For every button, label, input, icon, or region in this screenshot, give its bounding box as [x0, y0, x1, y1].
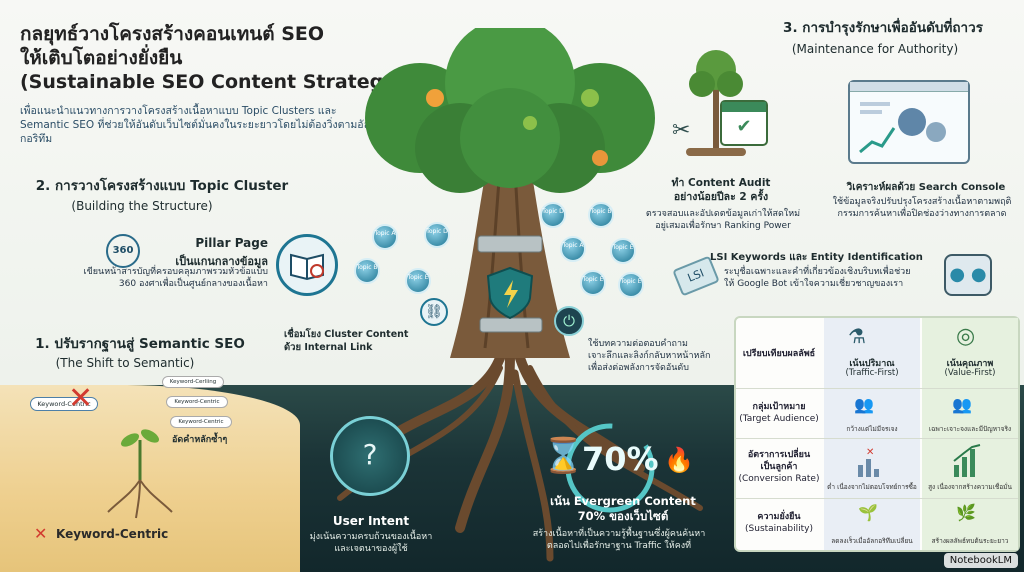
plant-icon: 🌿 — [956, 503, 976, 522]
col1-title: เน้นปริมาณ — [849, 359, 895, 369]
chart-icon: ✕ — [858, 447, 879, 477]
console-title: วิเคราะห์ผลด้วย Search Console — [846, 182, 1006, 193]
plant-icon: 🌱 — [858, 503, 878, 522]
audit-title: ทำ Content Audit อย่างน้อยปีละ 2 ครั้ง — [671, 177, 771, 203]
section2-subtitle: (Building the Structure) — [71, 199, 213, 213]
power-icon: ⏻ — [554, 306, 584, 336]
fruit-icon — [581, 89, 599, 107]
lsi-title: LSI Keywords และ Entity Identification — [710, 252, 923, 263]
page-title: กลยุทธ์วางโครงสร้างคอนเทนต์ SEO ให้เติบโ… — [20, 23, 405, 93]
evergreen-title: เน้น Evergreen Content 70% ของเว็บไซต์ — [550, 494, 696, 523]
small-tree-icon — [686, 50, 746, 156]
topic-node: Topic E — [610, 238, 636, 264]
dashboard-icon — [848, 80, 970, 164]
section1-title: 1. ปรับรากฐานสู่ Semantic SEO — [35, 336, 245, 352]
topic-node: Topic B — [588, 202, 614, 228]
scissors-icon: ✂ — [672, 118, 691, 143]
answer-articles-caption: ใช้บทความต่อตอบคำถาม เจาะลึกและลิงก์กลับ… — [588, 339, 711, 373]
evergreen-percent: 70% — [582, 440, 659, 478]
user-intent-description: มุ่งเน้นความครบถ้วนของเนื้อหา และเจตนาขอ… — [309, 532, 433, 554]
keyword-centric-box: Keyword-Centric — [30, 397, 98, 411]
table-row: กลุ่มเป้าหมาย (Target Audience) 👥 กว้างแ… — [736, 388, 1018, 438]
x-icon: ✕ — [68, 381, 94, 416]
section3-subtitle: (Maintenance for Authority) — [791, 42, 959, 56]
col1-subtitle: (Traffic-First) — [845, 368, 899, 378]
robot-icon: ● ● — [944, 254, 992, 296]
keyword-mini-box: Keyword-Centric — [166, 396, 228, 408]
keyword-mini-box: Keyword-Cerliing — [162, 376, 224, 388]
table-row: ความยั่งยืน (Sustainability) 🌱 ลดลงเร็วเ… — [736, 498, 1018, 550]
topic-node: Topic E — [618, 272, 644, 298]
book-icon — [276, 234, 338, 296]
section1-subtitle: (The Shift to Semantic) — [55, 356, 195, 370]
topic-node: Topic B — [354, 258, 380, 284]
pillar-title: Pillar Page — [195, 236, 268, 250]
fire-icon: 🔥 — [664, 446, 694, 474]
col2-subtitle: (Value-First) — [944, 368, 996, 378]
pillar-subtitle: เป็นแกนกลางข้อมูล — [175, 255, 268, 268]
chart-icon — [953, 444, 981, 477]
globe-icon: 360 — [106, 234, 140, 268]
pillar-description: เขียนหน้าสารบัญที่ครอบคลุมภาพรวมหัวข้อแบ… — [83, 267, 268, 289]
people-icon: 👥 — [952, 395, 972, 414]
keyword-mini-box: Keyword-Centric — [170, 416, 232, 428]
hourglass-icon: ⌛ — [542, 436, 585, 476]
section2-title: 2. การวางโครงสร้างแบบ Topic Cluster — [35, 178, 289, 194]
svg-text:✕: ✕ — [866, 447, 874, 458]
tree-foliage — [365, 28, 655, 193]
calendar-icon: ✔ — [720, 100, 768, 146]
x-icon: ✕ — [34, 524, 48, 543]
table-row: อัตราการเปลี่ยน เป็นลูกค้า (Conversion R… — [736, 438, 1018, 498]
topic-node: Topic E — [405, 268, 431, 294]
sprout-icon — [107, 429, 173, 519]
table-header-row: เปรียบเทียบผลลัพธ์ ⚗ เน้นปริมาณ (Traffic… — [736, 318, 1018, 388]
section3-title: 3. การบำรุงรักษาเพื่ออันดับที่ถาวร — [783, 20, 983, 36]
evergreen-description: สร้างเนื้อหาที่เป็นความรู้พื้นฐานซึ่งผู้… — [532, 529, 706, 551]
lsi-description: ระบุชื่อเฉพาะและคำที่เกี่ยวข้องเชิงบริบท… — [724, 267, 911, 289]
col2-title: เน้นคุณภาพ — [946, 359, 994, 369]
fruit-icon — [592, 150, 608, 166]
fruit-icon — [426, 89, 444, 107]
tree-trunk — [450, 148, 570, 358]
page-subtitle: เพื่อแนะนำแนวทางการวางโครงสร้างเนื้อหาแบ… — [20, 105, 371, 145]
people-icon: 👥 — [854, 395, 874, 414]
comparison-table: เปรียบเทียบผลลัพธ์ ⚗ เน้นปริมาณ (Traffic… — [734, 316, 1020, 552]
shield-bolt-icon — [486, 266, 534, 320]
fruit-icon — [523, 116, 537, 130]
console-description: ใช้ข้อมูลจริงปรับปรุงโครงสร้างเนื้อหาตาม… — [832, 197, 1012, 219]
topic-node: Topic D — [424, 222, 450, 248]
sand-ground — [0, 385, 300, 572]
target-icon: ◎ — [956, 324, 976, 349]
internal-link-caption: เชื่อมโยง Cluster Content ด้วย Internal … — [284, 329, 409, 353]
question-head-icon: ? — [330, 416, 410, 496]
audit-description: ตรวจสอบและอัปเดตข้อมูลเก่าให้สดใหม่ อยู่… — [645, 209, 801, 231]
keyword-centric-label: Keyword-Centric — [56, 527, 169, 541]
repeat-keyword-label: อัดคำหลักซ้ำๆ — [172, 435, 228, 445]
link-icon: ⛓ — [420, 298, 448, 326]
user-intent-title: User Intent — [332, 514, 410, 528]
topic-node: Topic D — [540, 202, 566, 228]
topic-node: Topic A — [372, 224, 398, 250]
topic-node: Topic E — [580, 270, 606, 296]
cycle-icon — [565, 423, 655, 513]
net-icon: ⚗ — [848, 324, 866, 348]
table-header-label: เปรียบเทียบผลลัพธ์ — [742, 349, 816, 359]
topic-node: Topic A — [560, 236, 586, 262]
notebooklm-brand: NotebookLM — [943, 553, 1018, 568]
